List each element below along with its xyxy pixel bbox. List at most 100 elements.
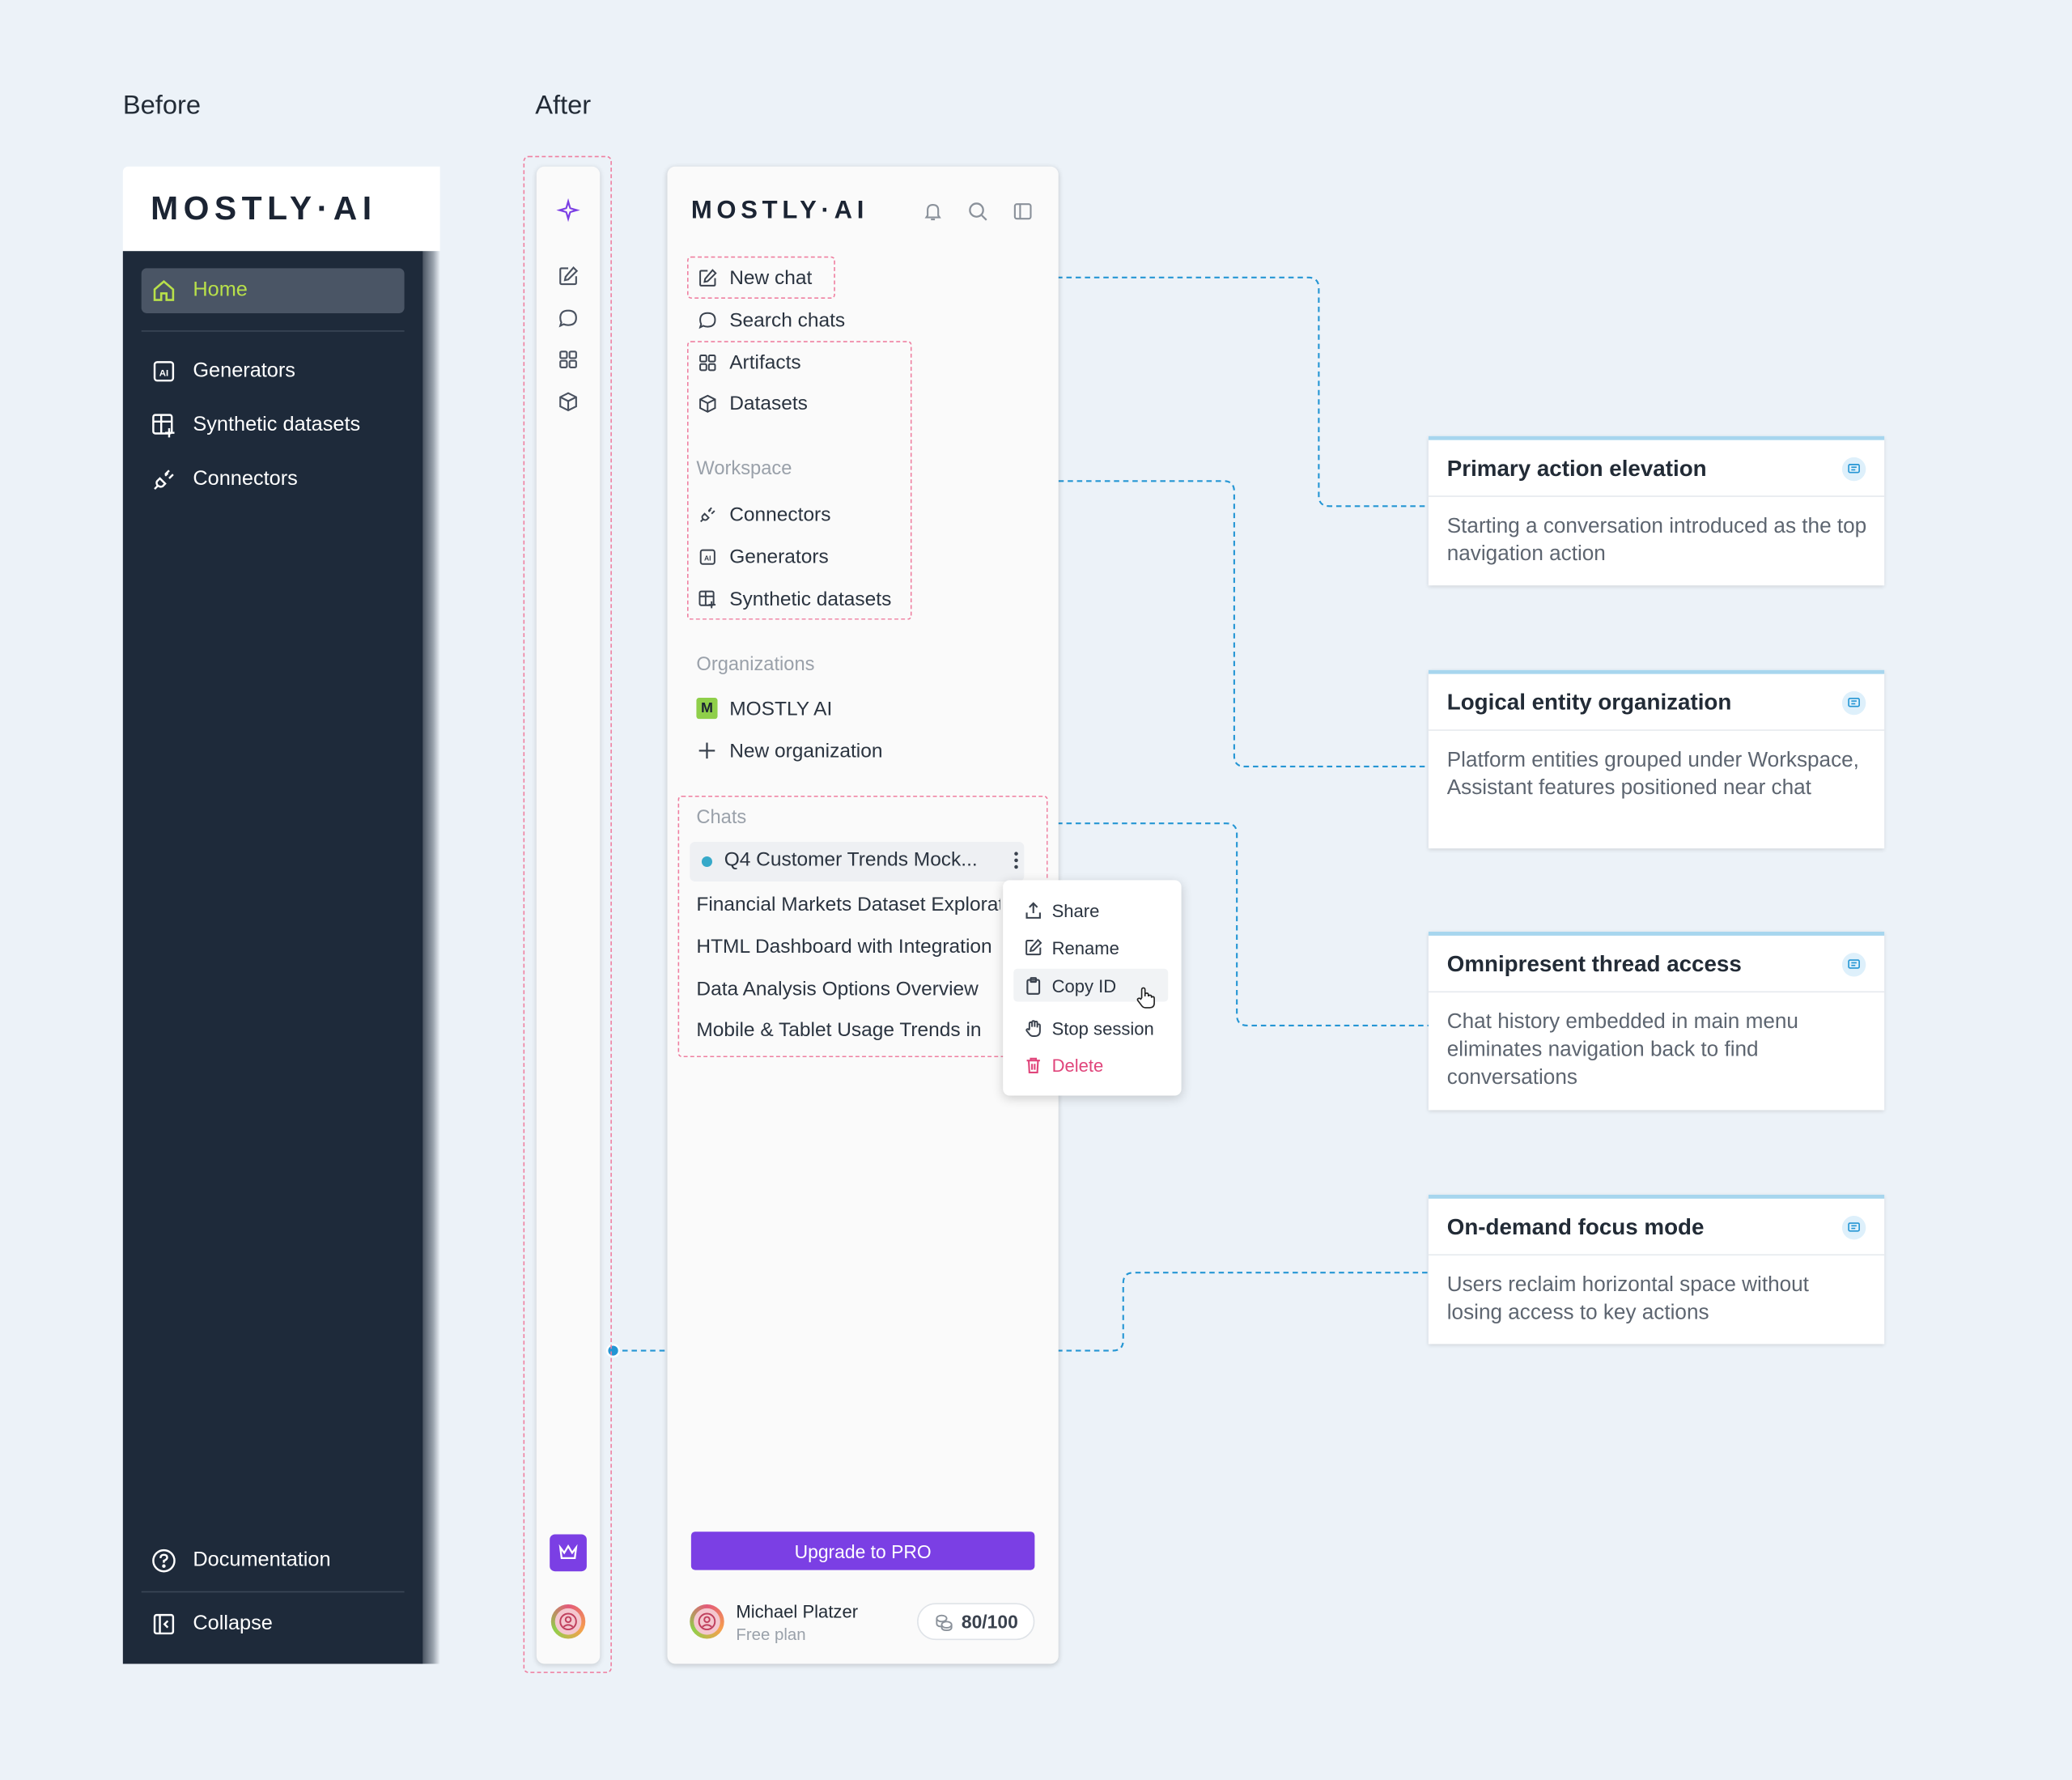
search-icon[interactable] bbox=[967, 201, 988, 228]
divider bbox=[141, 330, 405, 332]
avatar[interactable] bbox=[690, 1604, 724, 1639]
artifacts-link[interactable]: Artifacts bbox=[696, 345, 801, 379]
comment-icon bbox=[1841, 690, 1866, 716]
nav-home-label: Home bbox=[193, 278, 248, 302]
chat-item[interactable]: HTML Dashboard with Integration bbox=[696, 935, 992, 958]
nav-documentation-label: Documentation bbox=[193, 1548, 331, 1572]
divider bbox=[1428, 729, 1885, 731]
trash-icon bbox=[1024, 1056, 1042, 1074]
new-organization-label: New organization bbox=[729, 739, 883, 763]
home-icon bbox=[151, 278, 177, 304]
ai-chip-icon: AI bbox=[696, 546, 717, 567]
workspace-generators-link[interactable]: AI Generators bbox=[696, 539, 829, 573]
connector-dot bbox=[605, 1343, 621, 1358]
svg-text:AI: AI bbox=[159, 368, 168, 378]
comment-icon bbox=[1841, 953, 1866, 977]
crown-icon[interactable] bbox=[550, 1534, 587, 1572]
plug-icon bbox=[151, 466, 177, 493]
nav-documentation[interactable]: Documentation bbox=[142, 1538, 405, 1583]
divider bbox=[141, 1591, 405, 1593]
card-body: Chat history embedded in main menu elimi… bbox=[1446, 1010, 1798, 1090]
before-nav: Home AI Generators Synthetic datasets Co… bbox=[122, 251, 423, 1664]
sparkle-logo-icon[interactable] bbox=[555, 197, 582, 223]
nav-connectors-label: Connectors bbox=[193, 467, 298, 491]
upgrade-button[interactable]: Upgrade to PRO bbox=[690, 1531, 1035, 1570]
new-chat-label: New chat bbox=[729, 266, 813, 289]
chat-item[interactable]: Mobile & Tablet Usage Trends in bbox=[696, 1017, 982, 1041]
chat-item[interactable]: Financial Markets Dataset Exploration bbox=[696, 892, 1000, 915]
bell-icon[interactable] bbox=[923, 201, 944, 228]
collapse-button[interactable]: Collapse bbox=[142, 1602, 405, 1647]
clipboard-icon bbox=[1024, 977, 1042, 996]
menu-stop-session[interactable]: Stop session bbox=[1024, 1013, 1154, 1043]
coins-icon bbox=[934, 1612, 953, 1631]
user-name: Michael Platzer bbox=[736, 1601, 859, 1622]
collapsed-rail bbox=[536, 166, 601, 1664]
chat-item[interactable]: Data Analysis Options Overview bbox=[696, 977, 979, 1000]
menu-stop-session-label: Stop session bbox=[1051, 1017, 1154, 1039]
plus-icon bbox=[696, 740, 717, 761]
nav-generators-label: Generators bbox=[193, 359, 295, 382]
expanded-sidebar: MOSTLY·AI New chat Search chats Artifact… bbox=[667, 166, 1059, 1664]
card-body: Users reclaim horizontal space without l… bbox=[1446, 1273, 1809, 1324]
before-sidebar: MOSTLY·AI Home AI Generators Synthetic d… bbox=[122, 166, 440, 1664]
menu-delete[interactable]: Delete bbox=[1024, 1051, 1103, 1080]
new-organization-button[interactable]: New organization bbox=[696, 733, 882, 767]
nav-connectors[interactable]: Connectors bbox=[142, 457, 405, 503]
workspace-synthetic-datasets-link[interactable]: Synthetic datasets bbox=[696, 581, 891, 615]
collapse-label: Collapse bbox=[193, 1612, 273, 1635]
nav-generators[interactable]: AI Generators bbox=[142, 349, 405, 394]
menu-rename[interactable]: Rename bbox=[1024, 933, 1119, 962]
edit-icon[interactable] bbox=[555, 263, 582, 290]
menu-share-label: Share bbox=[1051, 900, 1100, 921]
card-title: Primary action elevation bbox=[1446, 456, 1707, 482]
hand-cursor-icon bbox=[1135, 986, 1156, 1017]
chat-title: Q4 Customer Trends Mock... bbox=[724, 848, 978, 871]
menu-share[interactable]: Share bbox=[1024, 896, 1099, 925]
share-icon bbox=[1024, 901, 1042, 920]
new-chat-highlight bbox=[686, 256, 835, 299]
new-chat-button[interactable]: New chat bbox=[696, 261, 812, 295]
workspace-generators-label: Generators bbox=[729, 545, 829, 568]
cube-icon[interactable] bbox=[555, 389, 582, 415]
credits-badge[interactable]: 80/100 bbox=[917, 1603, 1035, 1641]
organizations-heading: Organizations bbox=[696, 654, 815, 676]
hand-stop-icon bbox=[1024, 1019, 1042, 1038]
nav-home[interactable]: Home bbox=[141, 268, 405, 313]
grid-icon[interactable] bbox=[555, 346, 582, 373]
menu-copy-id[interactable]: Copy ID bbox=[1024, 971, 1116, 1000]
credits-value: 80/100 bbox=[961, 1611, 1018, 1633]
logo: MOSTLY·AI bbox=[151, 190, 377, 227]
org-badge: M bbox=[696, 698, 718, 720]
organization-name: MOSTLY AI bbox=[729, 697, 833, 720]
workspace-connectors-link[interactable]: Connectors bbox=[696, 497, 830, 531]
nav-synthetic-datasets[interactable]: Synthetic datasets bbox=[142, 403, 405, 448]
search-chats-button[interactable]: Search chats bbox=[696, 303, 845, 337]
chat-bubble-icon bbox=[696, 309, 717, 330]
table-plus-icon bbox=[696, 588, 717, 610]
card-title: Omnipresent thread access bbox=[1446, 951, 1742, 977]
divider bbox=[1428, 1254, 1885, 1256]
sidebar-toggle-icon[interactable] bbox=[1013, 201, 1034, 228]
workspace-connectors-label: Connectors bbox=[729, 503, 831, 525]
avatar[interactable] bbox=[550, 1604, 586, 1639]
annotation-card: Logical entity organization Platform ent… bbox=[1428, 669, 1885, 849]
more-vertical-icon[interactable] bbox=[1013, 850, 1019, 877]
user-plan: Free plan bbox=[736, 1625, 806, 1645]
card-title: On-demand focus mode bbox=[1446, 1214, 1705, 1240]
after-label: After bbox=[535, 91, 592, 121]
logo: MOSTLY·AI bbox=[690, 197, 869, 225]
organization-mostly-ai[interactable]: M MOSTLY AI bbox=[696, 691, 832, 725]
before-logo-bar: MOSTLY·AI bbox=[122, 166, 440, 252]
search-chats-label: Search chats bbox=[729, 308, 846, 331]
edit-icon bbox=[1024, 938, 1042, 957]
card-title: Logical entity organization bbox=[1446, 690, 1732, 716]
active-dot bbox=[701, 856, 712, 868]
chat-item-active[interactable]: Q4 Customer Trends Mock... bbox=[690, 841, 1025, 882]
chat-bubble-icon[interactable] bbox=[555, 305, 582, 332]
before-edge-shadow bbox=[422, 251, 440, 1664]
menu-rename-label: Rename bbox=[1051, 937, 1119, 958]
plug-icon bbox=[696, 503, 717, 525]
datasets-link[interactable]: Datasets bbox=[696, 386, 808, 420]
card-body: Platform entities grouped under Workspac… bbox=[1446, 749, 1859, 800]
